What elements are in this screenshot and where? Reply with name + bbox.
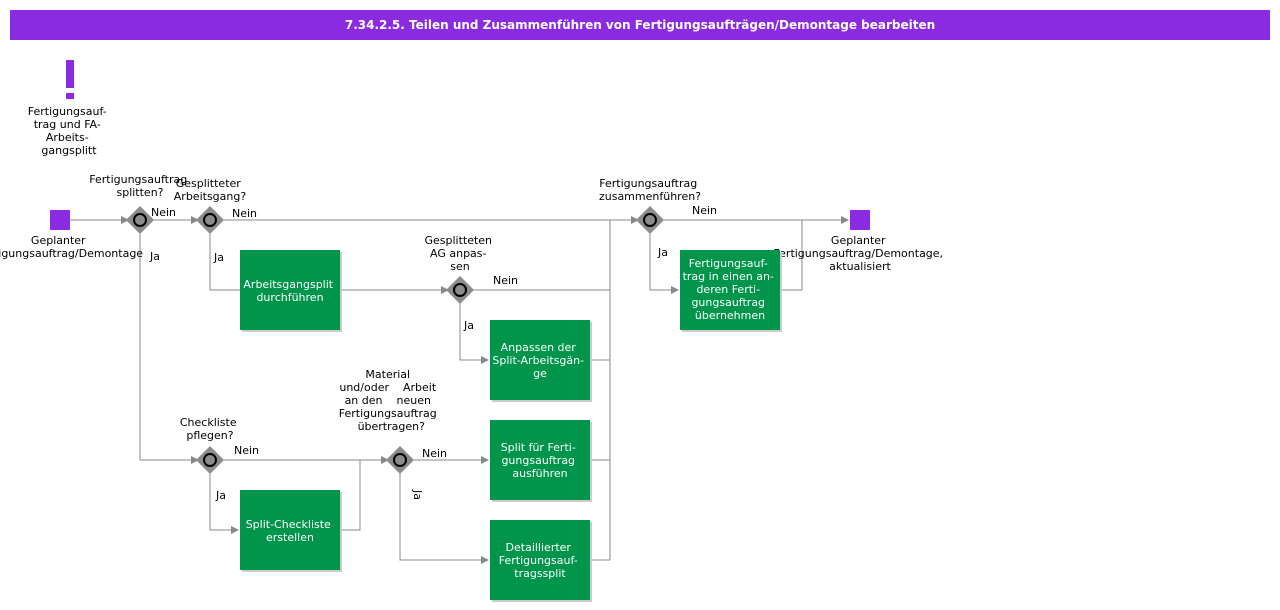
task-execute-order-split[interactable]: Split für Ferti- gungsauftrag ausführen [490, 420, 592, 502]
flow-g5-yes [399, 472, 489, 564]
gateway-transfer[interactable]: Material und/oder Arbeit an den neuen Fe… [0, 0, 461, 474]
task-create-split-checklist[interactable]: Split-Checkliste erstellen [240, 490, 342, 572]
label-g4-yes: Ja [215, 489, 226, 502]
label-g4-no: Nein [234, 444, 259, 457]
label-g1-no: Nein [151, 206, 176, 219]
gateway-adjust-operation-question: Gesplitteten AG anpas- sen [424, 234, 495, 273]
task-execute-order-split-label: Split für Ferti- gungsauftrag ausführen [501, 441, 580, 480]
gateway-split-order[interactable]: Fertigungsauftrag splitten? [89, 173, 190, 234]
task-detailed-order-split-label: Detaillierter Fertigungsauf- tragssplit [499, 541, 581, 580]
flow-g3-yes [459, 302, 489, 364]
gateway-checklist-question: Checkliste pflegen? [180, 416, 240, 442]
flow-t6-out [780, 220, 803, 291]
edge-labels: Nein Nein Ja Ja Nein Ja Nein Ja Nein Ja … [149, 204, 717, 502]
gateway-split-operation[interactable]: Gesplitteter Arbeitsgang? [174, 177, 247, 234]
task-create-split-checklist-label: Split-Checkliste erstellen [246, 518, 335, 544]
task-detailed-order-split[interactable]: Detaillierter Fertigungsauf- tragssplit [490, 520, 592, 602]
end-event-label: Geplanter Fertigungsauftrag/Demontage, a… [773, 234, 946, 273]
task-adjust-split-operations-label: Anpassen der Split-Arbeitsgän- ge [492, 341, 587, 380]
end-event[interactable]: Geplanter Fertigungsauftrag/Demontage, a… [773, 210, 946, 273]
gateway-split-operation-question: Gesplitteter Arbeitsgang? [174, 177, 247, 203]
label-g3-no: Nein [493, 274, 518, 287]
task-merge-into-order-label: Fertigungsauf- trag in einen an- deren F… [683, 257, 778, 322]
label-g1-yes: Ja [149, 250, 160, 263]
task-merge-into-order[interactable]: Fertigungsauf- trag in einen an- deren F… [680, 250, 782, 332]
diagram-title: 7.34.2.5. Teilen und Zusammenführen von … [10, 10, 1270, 40]
flow-g1-yes [139, 232, 199, 464]
flow-t3-out [340, 460, 361, 531]
gateway-adjust-operation[interactable]: Gesplitteten AG anpas- sen [424, 234, 495, 304]
exclamation-icon [66, 60, 74, 99]
label-g2-no: Nein [232, 207, 257, 220]
flow-g2-yes [209, 232, 240, 291]
label-g6-no: Nein [692, 204, 717, 217]
gateway-split-order-question: Fertigungsauftrag splitten? [89, 173, 190, 199]
gateway-checklist[interactable]: Checkliste pflegen? [180, 416, 240, 474]
gateway-merge[interactable]: Fertigungsauftrag zusammenführen? [599, 177, 701, 234]
task-perform-operation-split[interactable]: Arbeitsgangsplit durchführen [240, 250, 342, 332]
flow-g6-yes [649, 232, 679, 294]
task-perform-operation-split-label: Arbeitsgangsplit durchführen [243, 278, 336, 304]
task-adjust-split-operations[interactable]: Anpassen der Split-Arbeitsgän- ge [490, 320, 592, 402]
label-g5-no: Nein [422, 447, 447, 460]
start-event-label: Geplanter Fertigungsauftrag/Demontage [0, 234, 143, 260]
sequence-flows [70, 216, 849, 564]
label-g6-yes: Ja [657, 246, 668, 259]
gateway-transfer-question: Material und/oder Arbeit an den neuen Fe… [0, 0, 461, 433]
flow-g4-yes [209, 472, 239, 534]
label-g2-yes: Ja [213, 251, 224, 264]
label-g3-yes: Ja [463, 319, 474, 332]
trigger-event: Fertigungsauf- trag und FA- Arbeits- gan… [28, 60, 110, 157]
label-g5-yes: Ja [411, 489, 424, 500]
gateway-merge-question: Fertigungsauftrag zusammenführen? [599, 177, 701, 203]
diagram-title-text: 7.34.2.5. Teilen und Zusammenführen von … [344, 18, 936, 32]
trigger-label: Fertigungsauf- trag und FA- Arbeits- gan… [28, 105, 110, 157]
start-event[interactable]: Geplanter Fertigungsauftrag/Demontage [0, 210, 143, 260]
